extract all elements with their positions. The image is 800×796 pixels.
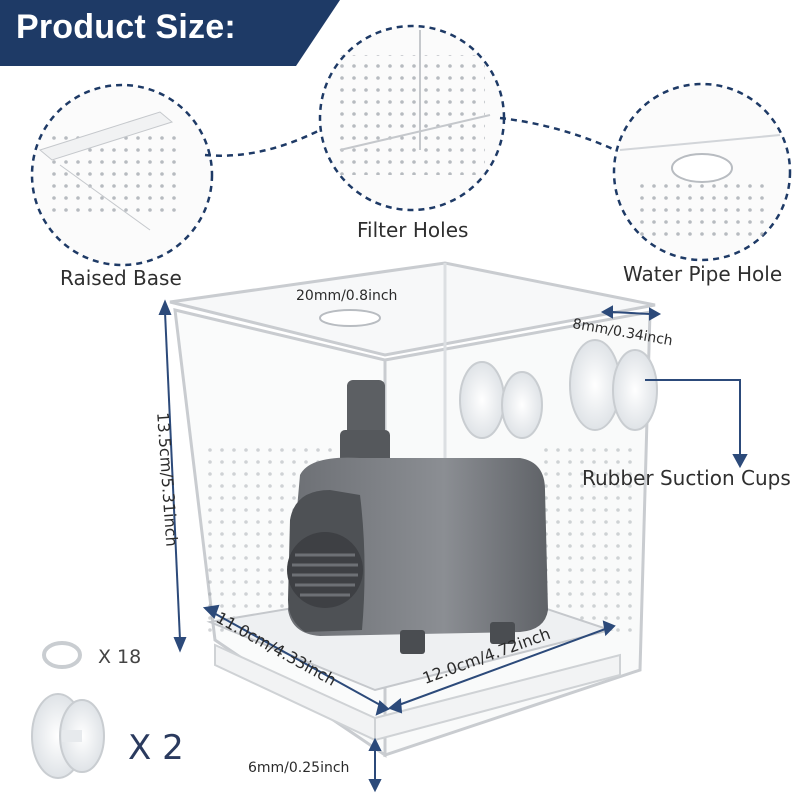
raised-base-detail: [30, 83, 214, 267]
suction-cups-on-box: [459, 339, 658, 439]
filter-holes-right: [540, 440, 640, 640]
water-pipe-hole-detail: [612, 82, 792, 262]
banner-shape: [0, 0, 340, 66]
o-ring-quantity: X 18: [98, 646, 142, 668]
filter-holes-label: Filter Holes: [357, 218, 469, 242]
water-pump: [287, 380, 548, 654]
pipe-hole-dimension: 20mm/0.8inch: [296, 288, 398, 304]
base-height-dimension: 6mm/0.25inch: [248, 760, 350, 776]
raised-base-label: Raised Base: [60, 266, 182, 290]
filter-holes-detail: [318, 24, 506, 212]
banner-title: Product Size:: [16, 8, 236, 46]
suction-cup-quantity: X 2: [128, 728, 184, 768]
pipe-hole: [319, 309, 381, 327]
rubber-suction-cups-label: Rubber Suction Cups: [582, 466, 791, 490]
o-ring: [42, 641, 82, 669]
product-size-banner: Product Size:: [0, 0, 340, 66]
suction-cup-accessory: [31, 693, 105, 779]
water-pipe-hole-label: Water Pipe Hole: [623, 262, 783, 286]
dimension-lines: [158, 299, 748, 793]
